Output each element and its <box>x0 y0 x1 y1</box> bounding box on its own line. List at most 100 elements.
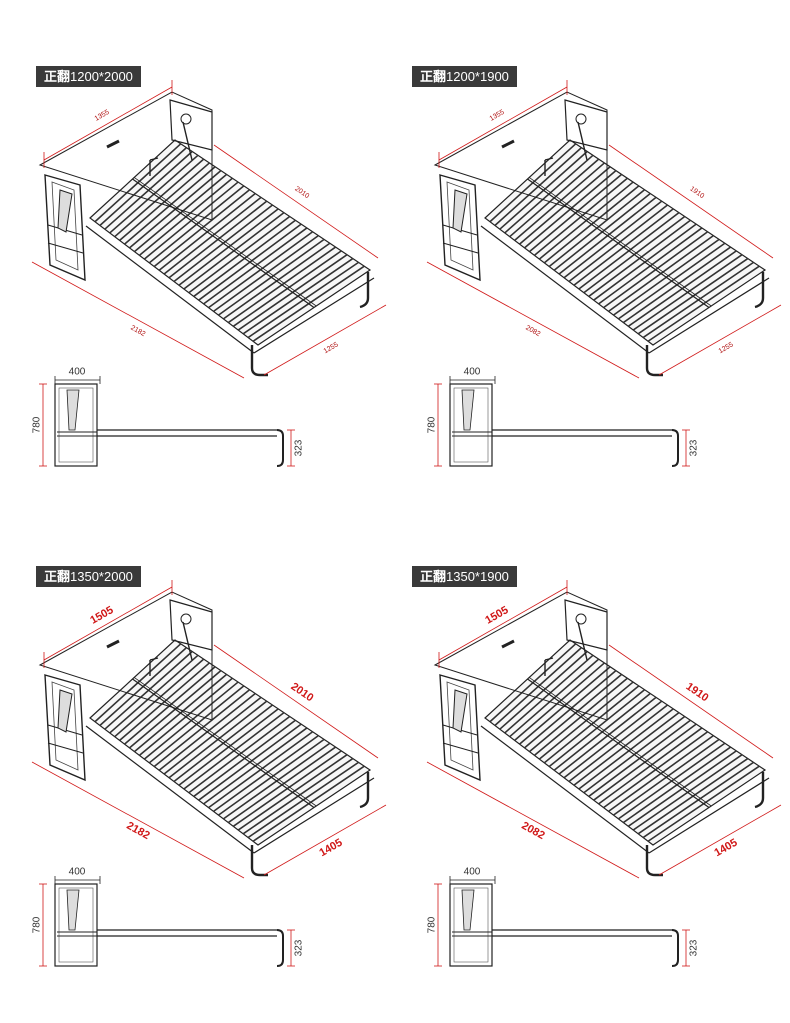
size-label: 正翻1350*1900 <box>412 566 517 587</box>
frame-edge <box>648 277 770 354</box>
dim-line-headboard <box>43 586 173 661</box>
center-rail <box>528 677 712 807</box>
side-foot-leg <box>671 429 679 467</box>
foot-leg <box>359 772 370 809</box>
dim-height: 780 <box>32 916 43 933</box>
dim-line-length-inner <box>608 644 774 759</box>
gas-strut <box>182 621 193 661</box>
bracket <box>544 657 554 661</box>
dim-length-inner: 1910 <box>688 185 705 200</box>
handle <box>106 639 120 649</box>
side-cabinet-inner <box>58 887 94 963</box>
bracket <box>149 657 159 661</box>
side-cabinet <box>54 383 98 467</box>
cabinet-shelf <box>442 742 479 754</box>
headboard-cabinet <box>44 674 86 782</box>
foot-leg <box>645 845 663 877</box>
dim-depth: 400 <box>69 867 86 878</box>
dim-width-outer: 1405 <box>712 837 739 860</box>
side-mechanism <box>66 889 80 931</box>
lift-mechanism <box>57 189 73 233</box>
bed-deck <box>89 639 372 846</box>
dim-width-outer: 1255 <box>718 341 735 355</box>
bed-deck <box>484 639 767 846</box>
headboard-cabinet <box>44 174 86 282</box>
gas-strut <box>577 121 588 161</box>
headboard-cabinet <box>439 674 481 782</box>
gas-strut <box>577 621 588 661</box>
dim-length-outer: 2082 <box>519 820 546 842</box>
dim-folded-height: 323 <box>294 939 305 956</box>
dim-headboard-width: 1505 <box>483 604 510 627</box>
wall-frame-top <box>564 599 608 651</box>
bracket <box>149 157 159 161</box>
bracket <box>544 157 554 161</box>
frame-edge <box>253 277 375 354</box>
dim-line-length-outer <box>426 261 640 379</box>
dim-line-headboard <box>438 586 568 661</box>
hinge <box>180 613 192 625</box>
dim-length-outer: 2182 <box>124 820 151 842</box>
handle <box>501 139 515 149</box>
dim-length-inner: 1910 <box>684 681 711 705</box>
dim-folded-height: 323 <box>689 439 700 456</box>
handle <box>501 639 515 649</box>
hinge <box>180 113 192 125</box>
dim-length-inner: 2010 <box>293 185 310 200</box>
hinge <box>575 613 587 625</box>
wall-frame-top <box>169 599 213 651</box>
dim-height: 780 <box>427 916 438 933</box>
headboard-cabinet <box>439 174 481 282</box>
wall-frame <box>433 91 608 221</box>
foot-leg <box>645 345 663 377</box>
size-label: 正翻1350*2000 <box>36 566 141 587</box>
side-mechanism <box>66 389 80 431</box>
dim-line-width-outer <box>658 304 782 376</box>
dim-headboard-width: 1505 <box>88 604 115 627</box>
cabinet-shelf <box>47 242 84 254</box>
dim-line-length-inner <box>213 644 379 759</box>
center-rail <box>132 678 315 808</box>
foot-leg <box>754 772 765 809</box>
dim-line-headboard <box>438 86 568 161</box>
frame-edge <box>85 225 255 354</box>
frame-edge <box>253 777 375 854</box>
dim-width-outer: 1405 <box>317 837 344 860</box>
size-label: 正翻1200*2000 <box>36 66 141 87</box>
dim-length-outer: 2182 <box>129 324 146 338</box>
lift-mechanism <box>452 689 468 733</box>
side-cabinet <box>54 883 98 967</box>
dim-line-length-outer <box>426 761 640 879</box>
bed-deck <box>89 139 372 346</box>
dim-line-width-outer <box>658 804 782 876</box>
dim-width-outer: 1255 <box>323 341 340 355</box>
foot-leg <box>754 272 765 309</box>
side-foot-leg <box>276 929 284 967</box>
center-rail <box>133 177 317 307</box>
dim-line-width-outer <box>263 804 387 876</box>
frame-edge <box>480 225 650 354</box>
center-rail <box>527 678 710 808</box>
dim-depth: 400 <box>69 367 86 378</box>
side-mechanism <box>461 889 475 931</box>
side-cabinet <box>449 383 493 467</box>
dim-headboard-width: 1355 <box>489 109 506 123</box>
dim-depth: 400 <box>464 867 481 878</box>
size-label: 正翻1200*1900 <box>412 66 517 87</box>
side-cabinet <box>449 883 493 967</box>
foot-leg <box>359 272 370 309</box>
lift-mechanism <box>452 189 468 233</box>
dim-line-length-outer <box>31 761 245 879</box>
gas-strut <box>182 121 193 161</box>
dim-folded-height: 323 <box>294 439 305 456</box>
headboard-inner <box>51 181 79 271</box>
dim-line-length-outer <box>31 261 245 379</box>
headboard-inner <box>51 681 79 771</box>
frame-edge <box>648 777 770 854</box>
wall-frame-top <box>169 99 213 151</box>
